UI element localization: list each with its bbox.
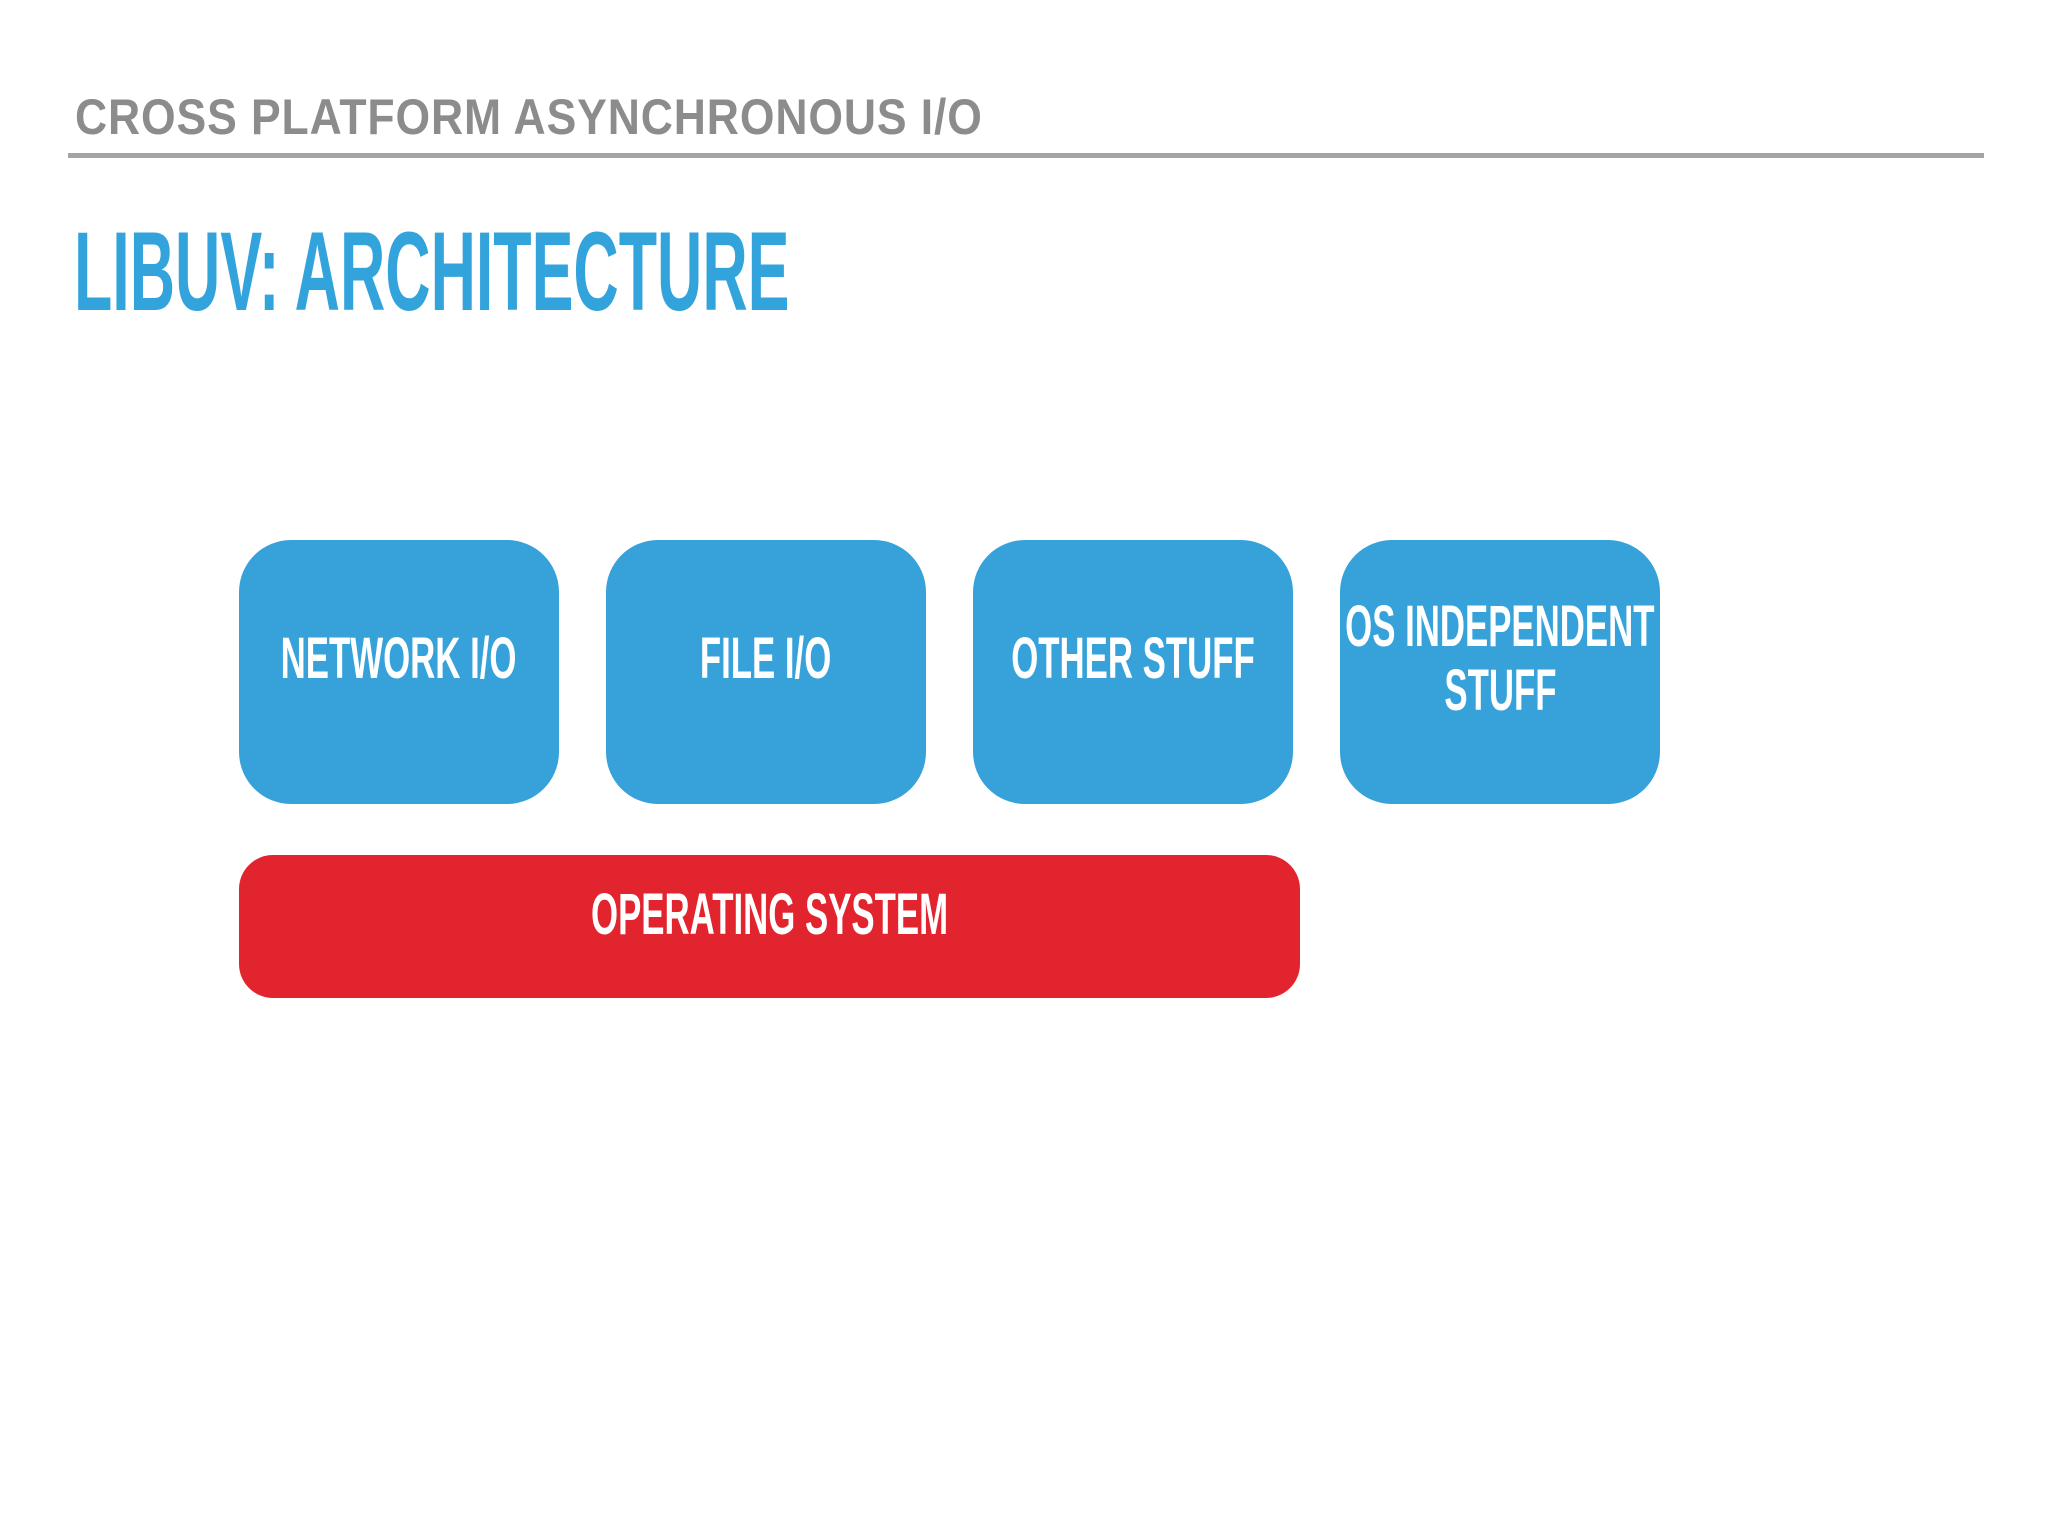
box-os-independent-stuff: OS INDEPENDENT STUFF [1340,540,1660,804]
box-file-io: FILE I/O [606,540,926,804]
box-network-io-label: NETWORK I/O [281,626,517,691]
box-os-independent-stuff-label-line-2: STUFF [1443,658,1557,723]
slide-kicker: CROSS PLATFORM ASYNCHRONOUS I/O [75,89,983,145]
box-os-independent-stuff-label-line-1: OS INDEPENDENT [1345,594,1655,659]
header-divider [68,153,1984,158]
operating-system-bar-label: OPERATING SYSTEM [590,881,949,947]
box-other-stuff: OTHER STUFF [973,540,1293,804]
box-other-stuff-label: OTHER STUFF [1011,626,1255,691]
operating-system-bar: OPERATING SYSTEM [239,855,1300,998]
box-file-io-label: FILE I/O [700,626,832,691]
box-network-io: NETWORK I/O [239,540,559,804]
page-title: LIBUV: ARCHITECTURE [74,209,790,334]
